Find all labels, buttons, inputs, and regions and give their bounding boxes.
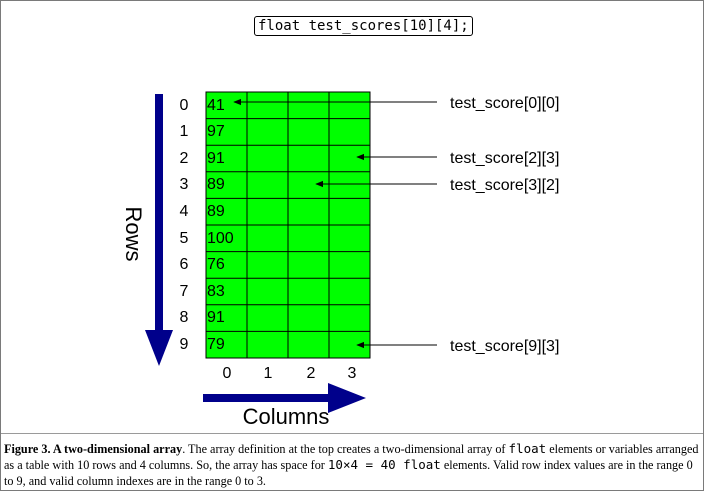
caption-text: elements. Valid row index values are in …	[4, 458, 693, 488]
row-index: 3	[180, 176, 189, 193]
pointer-label: test_score[3][2]	[450, 177, 559, 194]
cell-value: 89	[207, 203, 225, 220]
row-index: 8	[180, 309, 189, 326]
caption-code: float	[508, 441, 547, 456]
pointer-label: test_score[9][3]	[450, 338, 559, 355]
cell-value: 89	[207, 176, 225, 193]
cell-value: 91	[207, 150, 225, 167]
column-index: 1	[264, 365, 273, 382]
caption-title: Figure 3. A two-dimensional array	[4, 442, 183, 456]
rows-arrow	[145, 94, 173, 366]
cell-value: 100	[207, 230, 234, 247]
pointer-labels: test_score[0][0] test_score[2][3] test_s…	[450, 95, 559, 355]
cell-value: 76	[207, 256, 225, 273]
figure-caption: Figure 3. A two-dimensional array. The a…	[4, 441, 700, 489]
caption-code: 10×4 = 40 float	[327, 457, 441, 472]
array-declaration: float test_scores[10][4];	[254, 16, 473, 36]
caption-text: . The array definition at the top create…	[182, 442, 509, 456]
row-index: 0	[180, 97, 189, 114]
columns-label: Columns	[243, 404, 330, 429]
pointer-label: test_score[0][0]	[450, 95, 559, 112]
column-index-labels: 0 1 2 3	[223, 365, 357, 382]
cell-value: 91	[207, 309, 225, 326]
row-index: 4	[180, 203, 189, 220]
row-index-labels: 0 1 2 3 4 5 6 7 8 9	[180, 97, 189, 353]
row-index: 5	[180, 230, 189, 247]
cell-values: 41 97 91 89 89 100 76 83 91 79	[207, 97, 234, 353]
column-index: 0	[223, 365, 232, 382]
row-index: 6	[180, 256, 189, 273]
row-index: 9	[180, 336, 189, 353]
cell-value: 41	[207, 97, 225, 114]
pointer-arrows	[233, 98, 437, 349]
column-index: 2	[307, 365, 316, 382]
pointer-label: test_score[2][3]	[450, 150, 559, 167]
row-index: 1	[180, 123, 189, 140]
row-index: 2	[180, 150, 189, 167]
columns-arrow	[203, 383, 366, 413]
caption-text: elements or variables arranged as a tabl…	[4, 442, 699, 472]
cell-value: 83	[207, 283, 225, 300]
cell-value: 79	[207, 336, 225, 353]
cell-value: 97	[207, 123, 225, 140]
array-grid	[205, 91, 371, 359]
rows-label: Rows	[121, 206, 146, 261]
row-index: 7	[180, 283, 189, 300]
column-index: 3	[348, 365, 357, 382]
caption-divider	[1, 433, 703, 434]
